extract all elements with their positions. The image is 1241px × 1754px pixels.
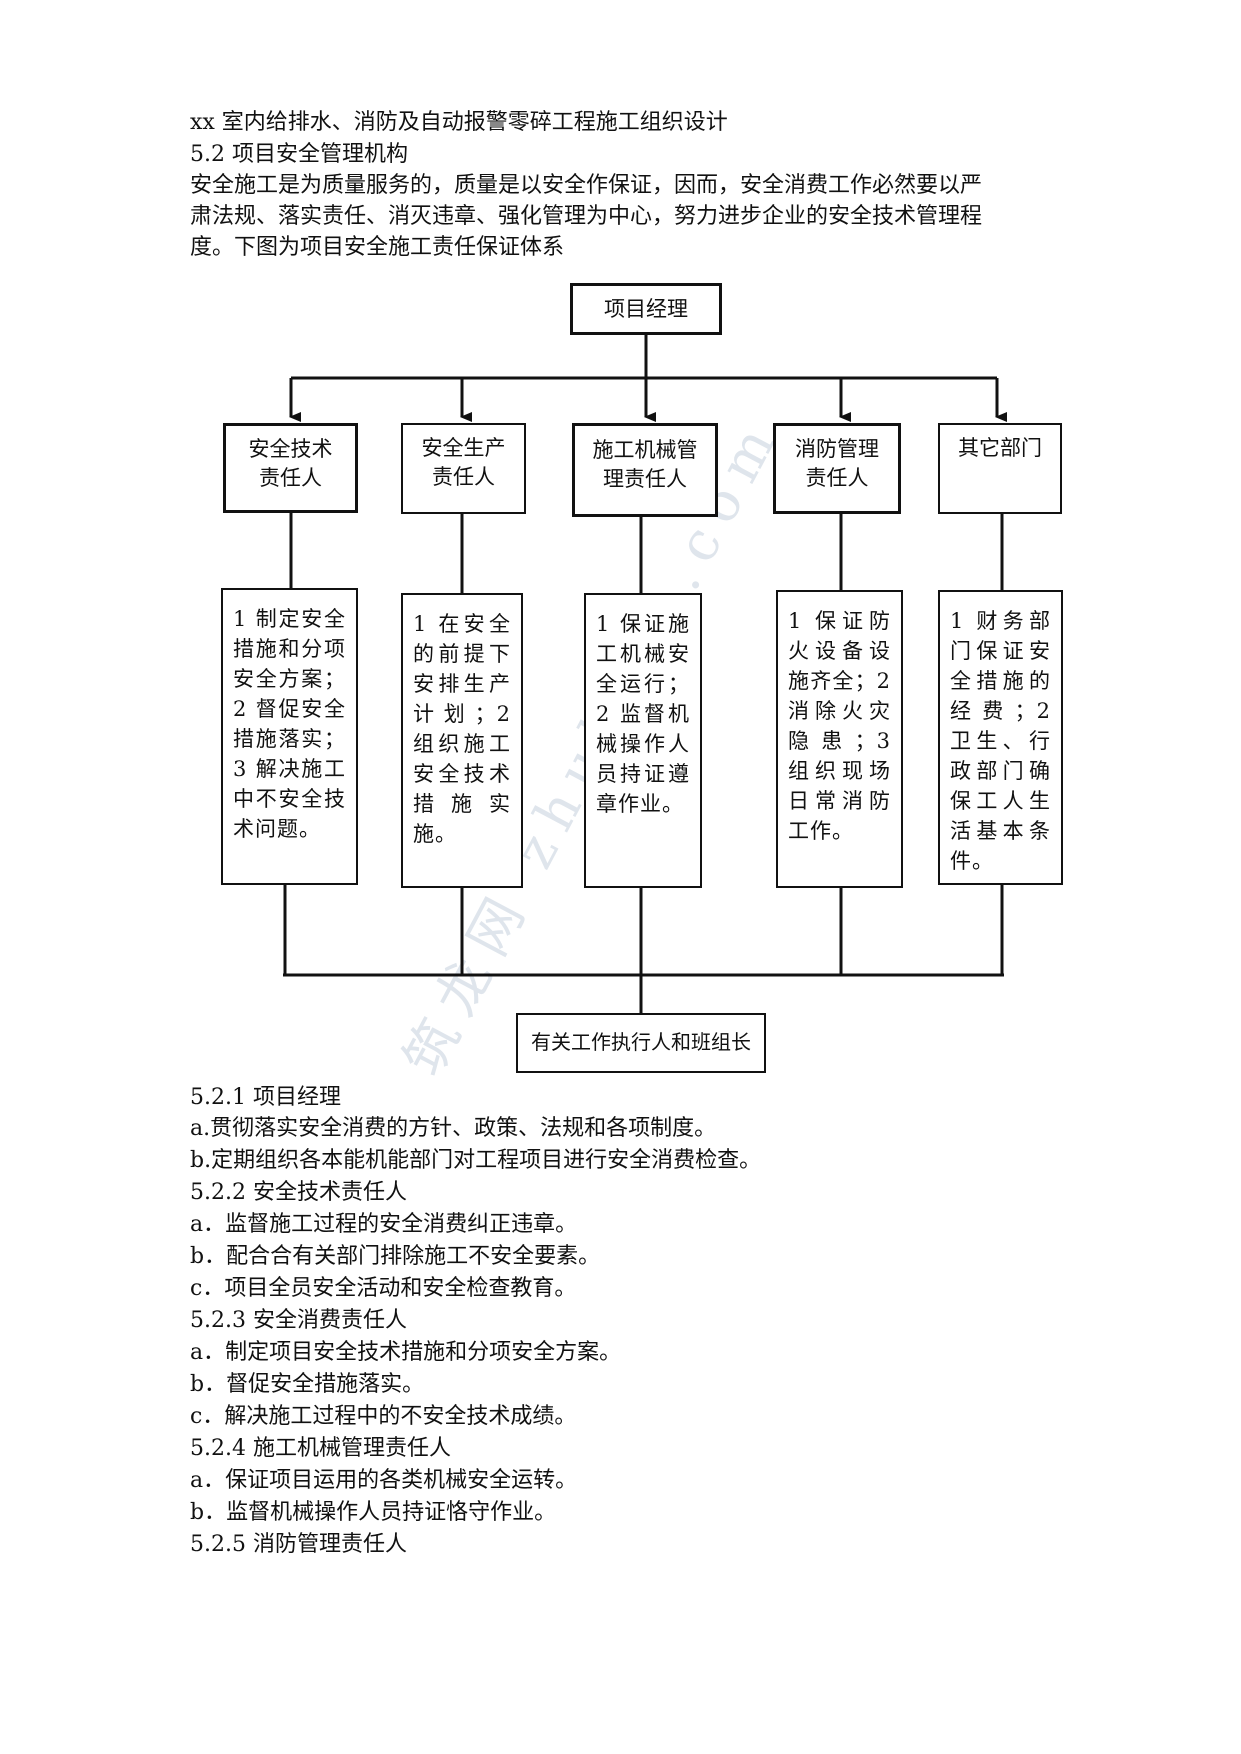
executors-label: 有关工作执行人和班组长 <box>531 1030 751 1054</box>
section-heading: 5.2.5 消防管理责任人 <box>190 1532 407 1557</box>
role-box-safety-tech: 安全技术 责任人 <box>223 423 358 513</box>
section-item: a．监督施工过程的安全消费纠正违章。 <box>190 1212 578 1237</box>
role-label-line1: 安全生产 <box>421 436 506 460</box>
intro-line-3: 度。下图为项目安全施工责任保证体系 <box>190 235 565 260</box>
desc-box-safety-tech: 1 制定安全措施和分项安全方案；2 督促安全措施落实；3 解决施工中不安全技术问… <box>221 588 358 885</box>
executors-box: 有关工作执行人和班组长 <box>516 1013 766 1073</box>
role-box-fire: 消防管理 责任人 <box>773 423 901 514</box>
section-item: a．制定项目安全技术措施和分项安全方案。 <box>190 1340 622 1365</box>
role-label-line1: 消防管理 <box>795 437 879 461</box>
intro-line-1: 安全施工是为质量服务的，质量是以安全作保证，因而，安全消费工作必然要以严 <box>190 173 983 198</box>
role-label-line1: 其它部门 <box>958 436 1042 460</box>
role-label-line2: 理责任人 <box>603 467 687 491</box>
role-box-other: 其它部门 <box>938 423 1062 514</box>
intro-line-2: 肃法规、落实责任、消灭违章、强化管理为中心，努力进步企业的安全技术管理程 <box>190 204 983 229</box>
section-item: b.定期组织各本能机能部门对工程项目进行安全消费检查。 <box>190 1148 762 1173</box>
role-box-machinery: 施工机械管 理责任人 <box>572 423 718 517</box>
section-heading: 5.2.1 项目经理 <box>190 1085 341 1110</box>
section-item: a．保证项目运用的各类机械安全运转。 <box>190 1468 578 1493</box>
desc-box-fire: 1 保证防火设备设施齐全；2 消除火灾隐患；3 组织现场日常消防工作。 <box>776 590 903 888</box>
section-item: c．解决施工过程中的不安全技术成绩。 <box>190 1404 577 1429</box>
document-title: xx 室内给排水、消防及自动报警零碎工程施工组织设计 <box>190 110 728 135</box>
project-manager-label: 项目经理 <box>604 297 688 321</box>
role-label-line1: 施工机械管 <box>592 438 698 462</box>
section-heading: 5.2.4 施工机械管理责任人 <box>190 1436 451 1461</box>
section-item: b．督促安全措施落实。 <box>190 1372 425 1397</box>
desc-box-other: 1 财务部门保证安全措施的经费；2 卫生、行政部门确保工人生活基本条件。 <box>938 590 1063 885</box>
role-label-line2: 责任人 <box>432 465 495 489</box>
section-item: b．配合合有关部门排除施工不安全要素。 <box>190 1244 601 1269</box>
section-item: b．监督机械操作人员持证恪守作业。 <box>190 1500 557 1525</box>
project-manager-box: 项目经理 <box>570 283 722 335</box>
role-label-line1: 安全技术 <box>248 437 333 461</box>
section-heading: 5.2.2 安全技术责任人 <box>190 1180 407 1205</box>
role-label-line2: 责任人 <box>259 466 322 490</box>
desc-box-safety-production: 1 在安全的前提下安排生产计划；2 组织施工安全技术措施实施。 <box>401 593 523 888</box>
section-title: 5.2 项目安全管理机构 <box>190 142 408 167</box>
role-label-line2: 责任人 <box>805 466 869 490</box>
section-heading: 5.2.3 安全消费责任人 <box>190 1308 407 1333</box>
section-item: a.贯彻落实安全消费的方针、政策、法规和各项制度。 <box>190 1116 717 1141</box>
role-box-safety-production: 安全生产 责任人 <box>401 423 526 514</box>
desc-box-machinery: 1 保证施工机械安全运行；2 监督机械操作人员持证遵章作业。 <box>584 593 702 888</box>
section-item: c．项目全员安全活动和安全检查教育。 <box>190 1276 577 1301</box>
